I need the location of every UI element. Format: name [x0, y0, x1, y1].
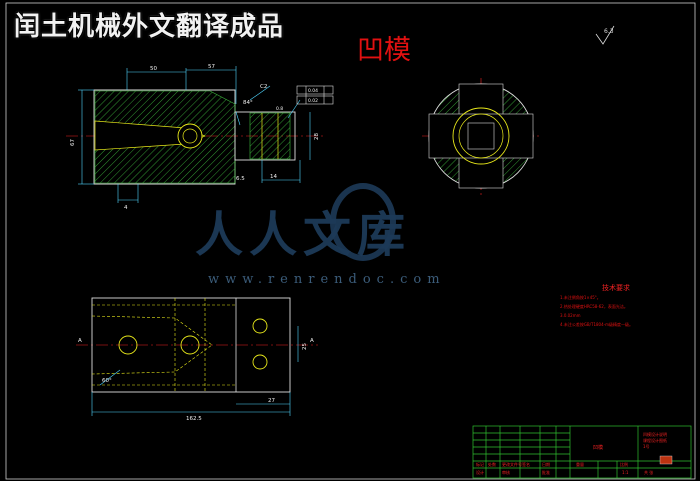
header-subtitle: 凹模	[357, 35, 411, 66]
dim-angle-bottom: 60°	[102, 378, 112, 384]
dim-angle: 84°	[243, 100, 253, 106]
dim-width-left: 50	[150, 66, 157, 72]
hole-3	[252, 318, 268, 334]
header-title: 闰土机械外文翻译成品	[14, 12, 285, 42]
watermark-url: www.renrendoc.com	[208, 272, 446, 287]
row-label-2: 更改文件号	[502, 461, 522, 467]
tol-2: 0.02	[308, 98, 318, 104]
sheet-label: 共 张	[644, 469, 653, 475]
dim-overall: 162.5	[186, 416, 202, 422]
dimension-lines	[78, 66, 311, 203]
tech-item: 1.未注倒角按1×45°。	[560, 295, 601, 300]
row-label-1: 处数	[488, 461, 496, 467]
row-label-4: 日期	[542, 461, 550, 467]
dim-height-left: 67	[70, 139, 76, 146]
tech-requirements: 技术要求 1.未注倒角按1×45°。 2.热处理硬度HRC58-62，表面光洁。…	[560, 283, 672, 329]
tol-1: 0.04	[308, 88, 318, 94]
side-view	[422, 78, 540, 196]
dim-dia-bottom: 0.8	[276, 106, 283, 112]
section-marker-left: A	[78, 338, 82, 344]
pin-hole	[177, 123, 203, 149]
dim-right-height: 28	[314, 133, 320, 140]
roughness-value: 6.3	[604, 28, 614, 35]
dim-bottom-right: 6.5	[236, 176, 245, 182]
dim-bottom-small: 4	[124, 205, 128, 211]
tech-title: 技术要求	[602, 284, 630, 292]
dim-side: 25	[302, 343, 308, 350]
tech-item: 4.未注公差按GB/T1804-m级精度一级。	[560, 322, 633, 327]
scale-value: 1:1	[622, 470, 629, 475]
hole-1	[118, 335, 138, 355]
approver-label: 批准	[542, 469, 550, 475]
drawing-frame	[5, 2, 696, 480]
row-label-0: 标记	[476, 461, 484, 467]
dim-bottom-center: 14	[270, 174, 277, 180]
title-block-org-sub: 课程设计图纸	[643, 437, 667, 443]
designer-label: 设计	[476, 469, 484, 475]
watermark-text: 人人文库	[195, 207, 412, 263]
right-block	[234, 111, 296, 161]
dim-right: 27	[268, 398, 275, 404]
row-label-3: 签名	[522, 461, 530, 467]
inner-circle	[452, 107, 510, 165]
ratio-label: 比例	[620, 461, 628, 467]
roughness-symbol: 6.3	[595, 25, 615, 45]
title-block-name: 凹模	[593, 444, 603, 451]
title-block	[472, 425, 692, 479]
title-block-code: 1号	[643, 443, 650, 449]
hole-4	[252, 354, 268, 370]
block-outline	[93, 89, 236, 185]
hole-2	[180, 335, 200, 355]
bottom-view: 162.5 27 25 60° A A	[76, 297, 318, 422]
dim-width-right: 57	[208, 64, 215, 70]
section-marker-right: A	[310, 338, 314, 344]
tech-item: 3.0.02mm	[560, 313, 581, 318]
bottom-outline	[91, 297, 291, 393]
tech-item: 2.热处理硬度HRC58-62，表面光洁。	[560, 304, 628, 309]
top-view: 50 57 84° 0.04 0.02 C2 67 0.8 28 4 14 6.…	[66, 64, 334, 211]
title-block-stamp	[659, 455, 673, 465]
dim-chamfer: C2	[260, 84, 267, 90]
title-block-org: 凹模设计说明	[643, 431, 667, 437]
tolerance-frames	[296, 85, 334, 105]
checker-label: 审核	[502, 469, 510, 475]
weight-label: 重量	[576, 461, 584, 467]
